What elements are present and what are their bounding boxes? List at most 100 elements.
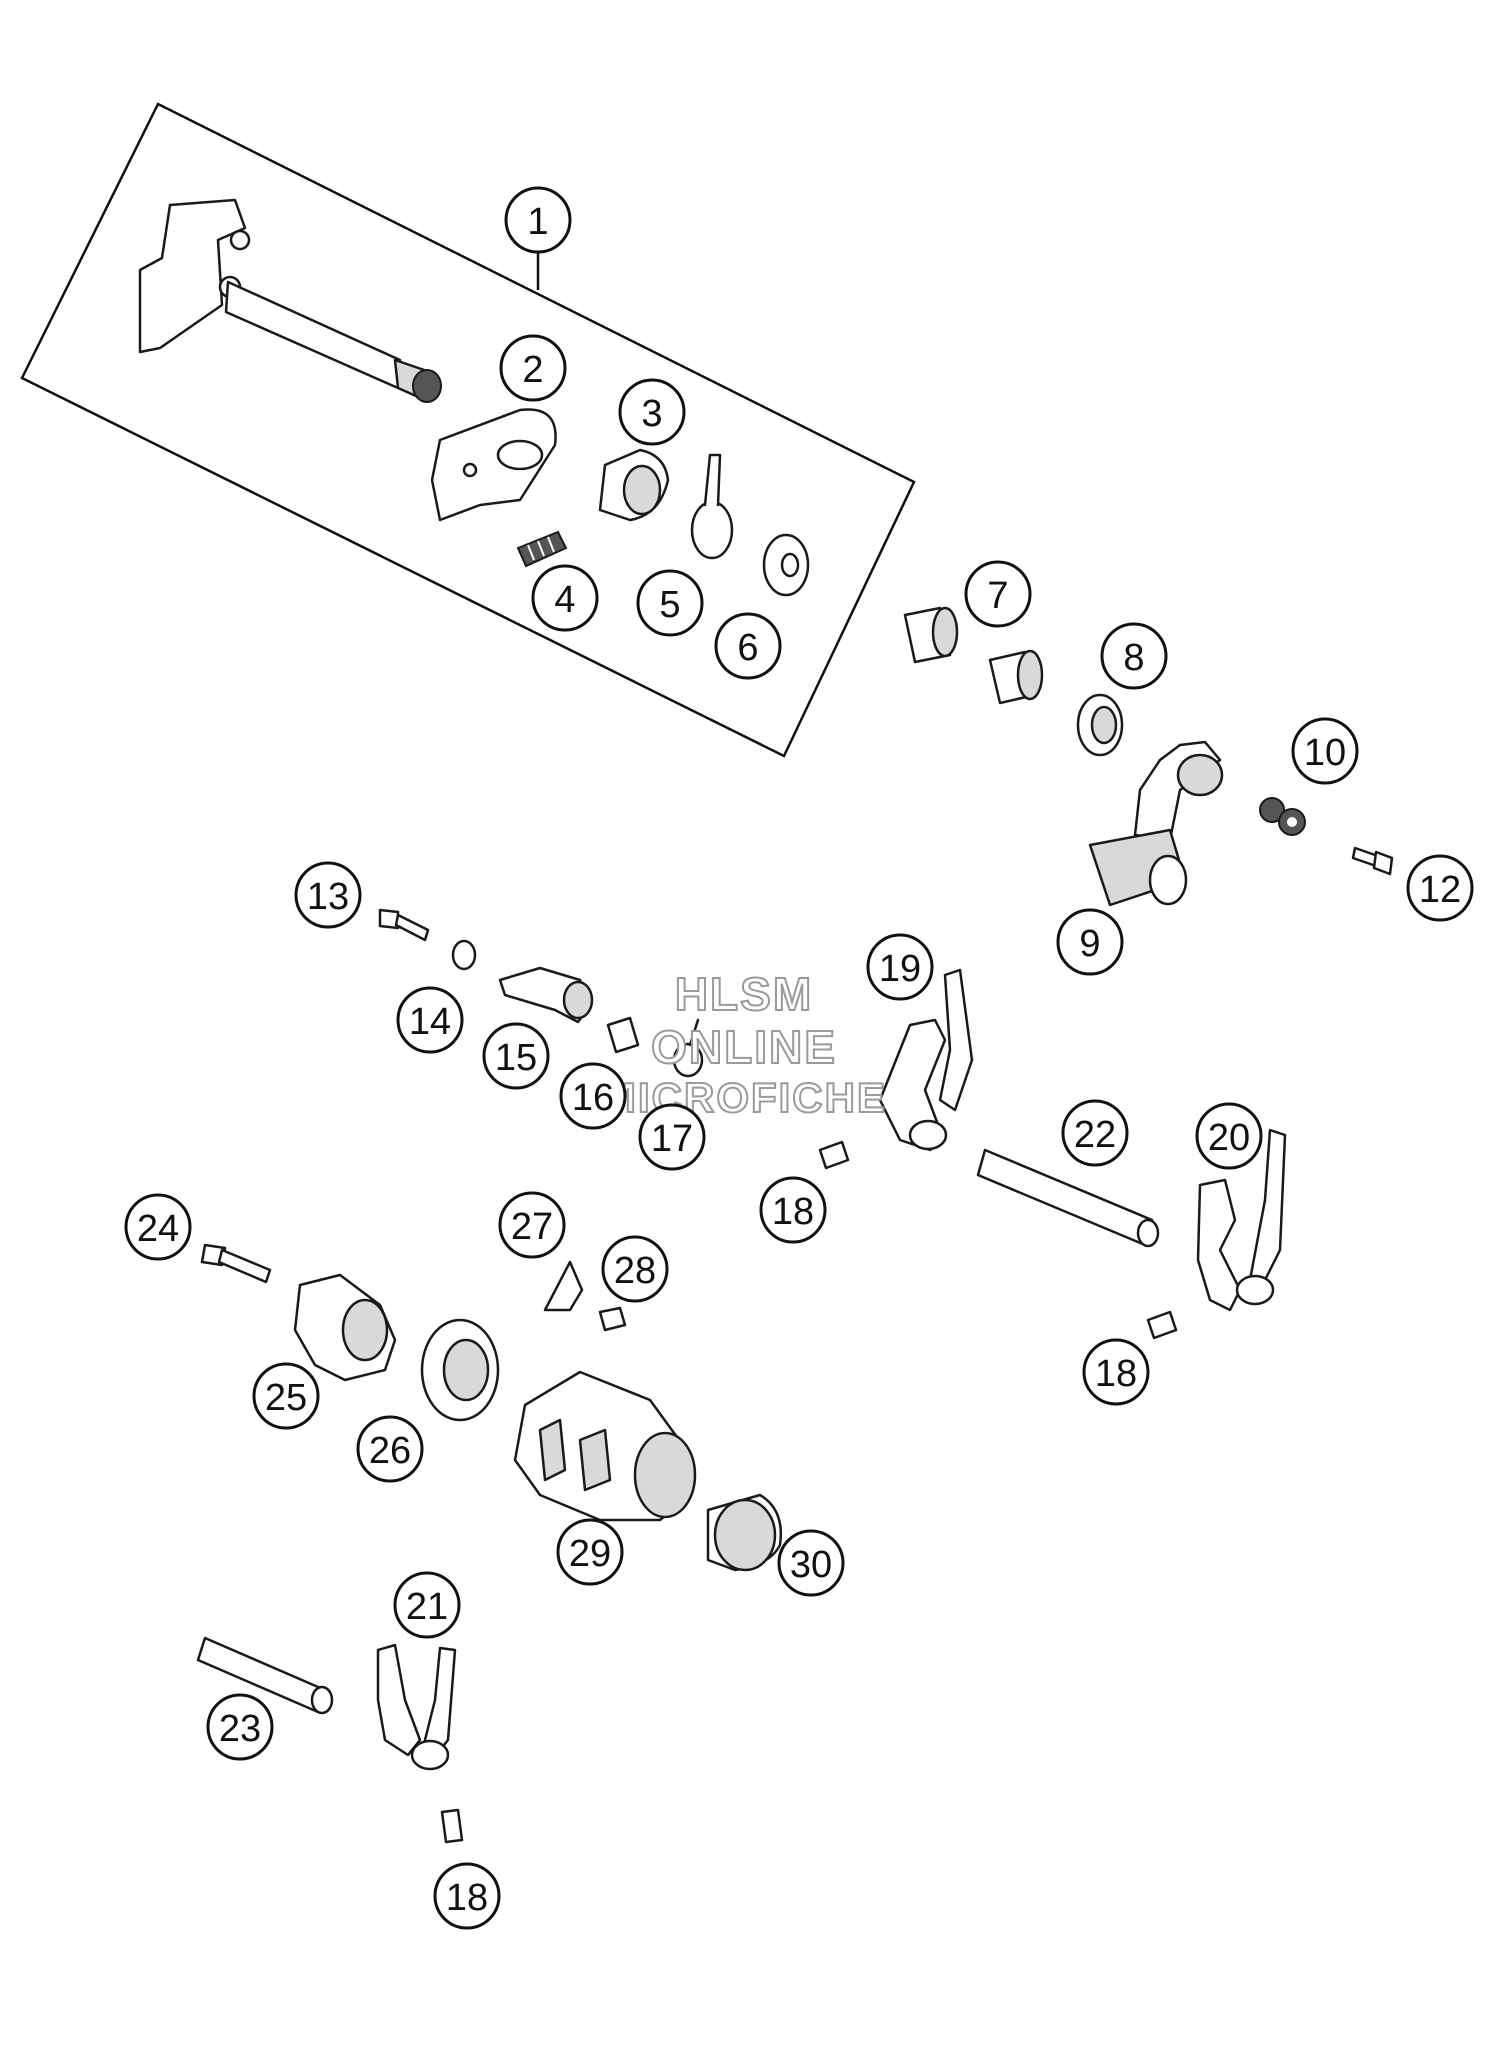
callout-24: 24 — [124, 1193, 192, 1261]
callout-18b-label: 18 — [1095, 1353, 1137, 1395]
bushing-7-part — [903, 606, 1044, 705]
callout-8-label: 8 — [1123, 637, 1144, 679]
watermark-line-1: HLSM — [675, 968, 813, 1020]
callout-30: 30 — [777, 1529, 845, 1597]
callout-6-label: 6 — [737, 627, 758, 669]
callout-26: 26 — [356, 1415, 424, 1483]
callout-16: 16 — [559, 1062, 627, 1130]
pin-18c-part — [440, 1808, 464, 1844]
callout-10-label: 10 — [1304, 732, 1346, 774]
callout-8: 8 — [1100, 622, 1168, 690]
callout-29-label: 29 — [569, 1533, 611, 1575]
callout-1-label: 1 — [527, 201, 548, 243]
callout-14-label: 14 — [409, 1001, 451, 1043]
callout-12: 12 — [1406, 854, 1474, 922]
plate-27-part — [543, 1260, 584, 1312]
callout-2-label: 2 — [522, 349, 543, 391]
bolt-12-part — [1351, 846, 1394, 876]
callout-27: 27 — [498, 1191, 566, 1259]
assembly-1-frame — [20, 102, 916, 758]
roller-16-part — [606, 1016, 640, 1054]
callout-25-label: 25 — [265, 1377, 307, 1419]
callout-15-label: 15 — [495, 1037, 537, 1079]
callout-7-label: 7 — [987, 575, 1008, 617]
callout-4: 4 — [531, 564, 599, 632]
callout-28-label: 28 — [614, 1250, 656, 1292]
torsion-spring-5-part — [690, 453, 734, 560]
callout-17: 17 — [638, 1103, 706, 1171]
callout-20-label: 20 — [1208, 1117, 1250, 1159]
callout-18a-label: 18 — [772, 1191, 814, 1233]
callout-14: 14 — [396, 986, 464, 1054]
callout-3-label: 3 — [641, 393, 662, 435]
shift-fork-20-part — [1196, 1128, 1287, 1312]
spring-4-part — [516, 530, 568, 568]
bolt-13-part — [378, 908, 430, 942]
callout-5: 5 — [636, 569, 704, 637]
callout-9-label: 9 — [1079, 923, 1100, 965]
callout-4-label: 4 — [554, 579, 575, 621]
bearing-30-part — [706, 1493, 783, 1572]
shift-shaft-part — [138, 198, 442, 403]
callout-1: 1 — [504, 186, 572, 254]
callout-22-label: 22 — [1074, 1114, 1116, 1156]
callout-21-label: 21 — [406, 1586, 448, 1628]
callout-26-label: 26 — [369, 1430, 411, 1472]
callout-23-label: 23 — [219, 1708, 261, 1750]
bushing-3-part — [598, 448, 670, 522]
watermark-line-2: ONLINE — [651, 1021, 837, 1073]
washer-10-part — [1259, 797, 1306, 836]
bolt-24-part — [200, 1243, 272, 1284]
callout-30-label: 30 — [790, 1544, 832, 1586]
callout-19: 19 — [866, 933, 934, 1001]
callout-18b: 18 — [1082, 1338, 1150, 1406]
spring-17-part — [672, 1018, 704, 1078]
drum-segment-25-part — [293, 1273, 397, 1382]
callout-2: 2 — [499, 334, 567, 402]
shaft-23-part — [196, 1636, 334, 1715]
callout-3: 3 — [618, 378, 686, 446]
lever-15-part — [498, 966, 594, 1024]
shift-lever-9-part — [1088, 740, 1224, 907]
callout-29: 29 — [556, 1518, 624, 1586]
callout-18c-label: 18 — [446, 1877, 488, 1919]
callout-5-label: 5 — [659, 584, 680, 626]
callouts: 1 2 3 4 5 6 7 8 9 10 12 13 14 15 16 17 1… — [124, 186, 1474, 1930]
callout-24-label: 24 — [137, 1208, 179, 1250]
callout-25: 25 — [252, 1362, 320, 1430]
callout-10: 10 — [1291, 717, 1359, 785]
callout-27-label: 27 — [511, 1206, 553, 1248]
callout-21: 21 — [393, 1571, 461, 1639]
callout-13-label: 13 — [307, 876, 349, 918]
callout-6: 6 — [714, 612, 782, 680]
shift-drum-29-part — [513, 1370, 697, 1522]
callout-19-label: 19 — [879, 948, 921, 990]
callout-20: 20 — [1195, 1102, 1263, 1170]
seal-8-part — [1076, 693, 1124, 757]
washer-6-part — [762, 533, 810, 597]
callout-9: 9 — [1056, 908, 1124, 976]
callout-7: 7 — [964, 560, 1032, 628]
bearing-26-part — [420, 1318, 500, 1422]
callout-18a: 18 — [759, 1176, 827, 1244]
shift-fork-19-part — [878, 968, 974, 1152]
callout-13: 13 — [294, 861, 362, 929]
shift-plate-part — [430, 408, 557, 522]
pin-18a-part — [818, 1140, 850, 1170]
callout-22: 22 — [1061, 1099, 1129, 1167]
watermark: HLSM ONLINE MICROFICHE — [600, 967, 887, 1122]
callout-17-label: 17 — [651, 1118, 693, 1160]
callout-15: 15 — [482, 1022, 550, 1090]
callout-28: 28 — [601, 1235, 669, 1303]
shaft-22-part — [976, 1148, 1160, 1248]
watermark-line-3: MICROFICHE — [601, 1074, 887, 1121]
callout-23: 23 — [206, 1693, 274, 1761]
callout-18c: 18 — [433, 1862, 501, 1930]
callout-12-label: 12 — [1419, 869, 1461, 911]
screw-28-part — [598, 1306, 627, 1332]
washer-14-part — [451, 939, 477, 971]
shift-fork-21-part — [376, 1643, 457, 1771]
callout-16-label: 16 — [572, 1077, 614, 1119]
